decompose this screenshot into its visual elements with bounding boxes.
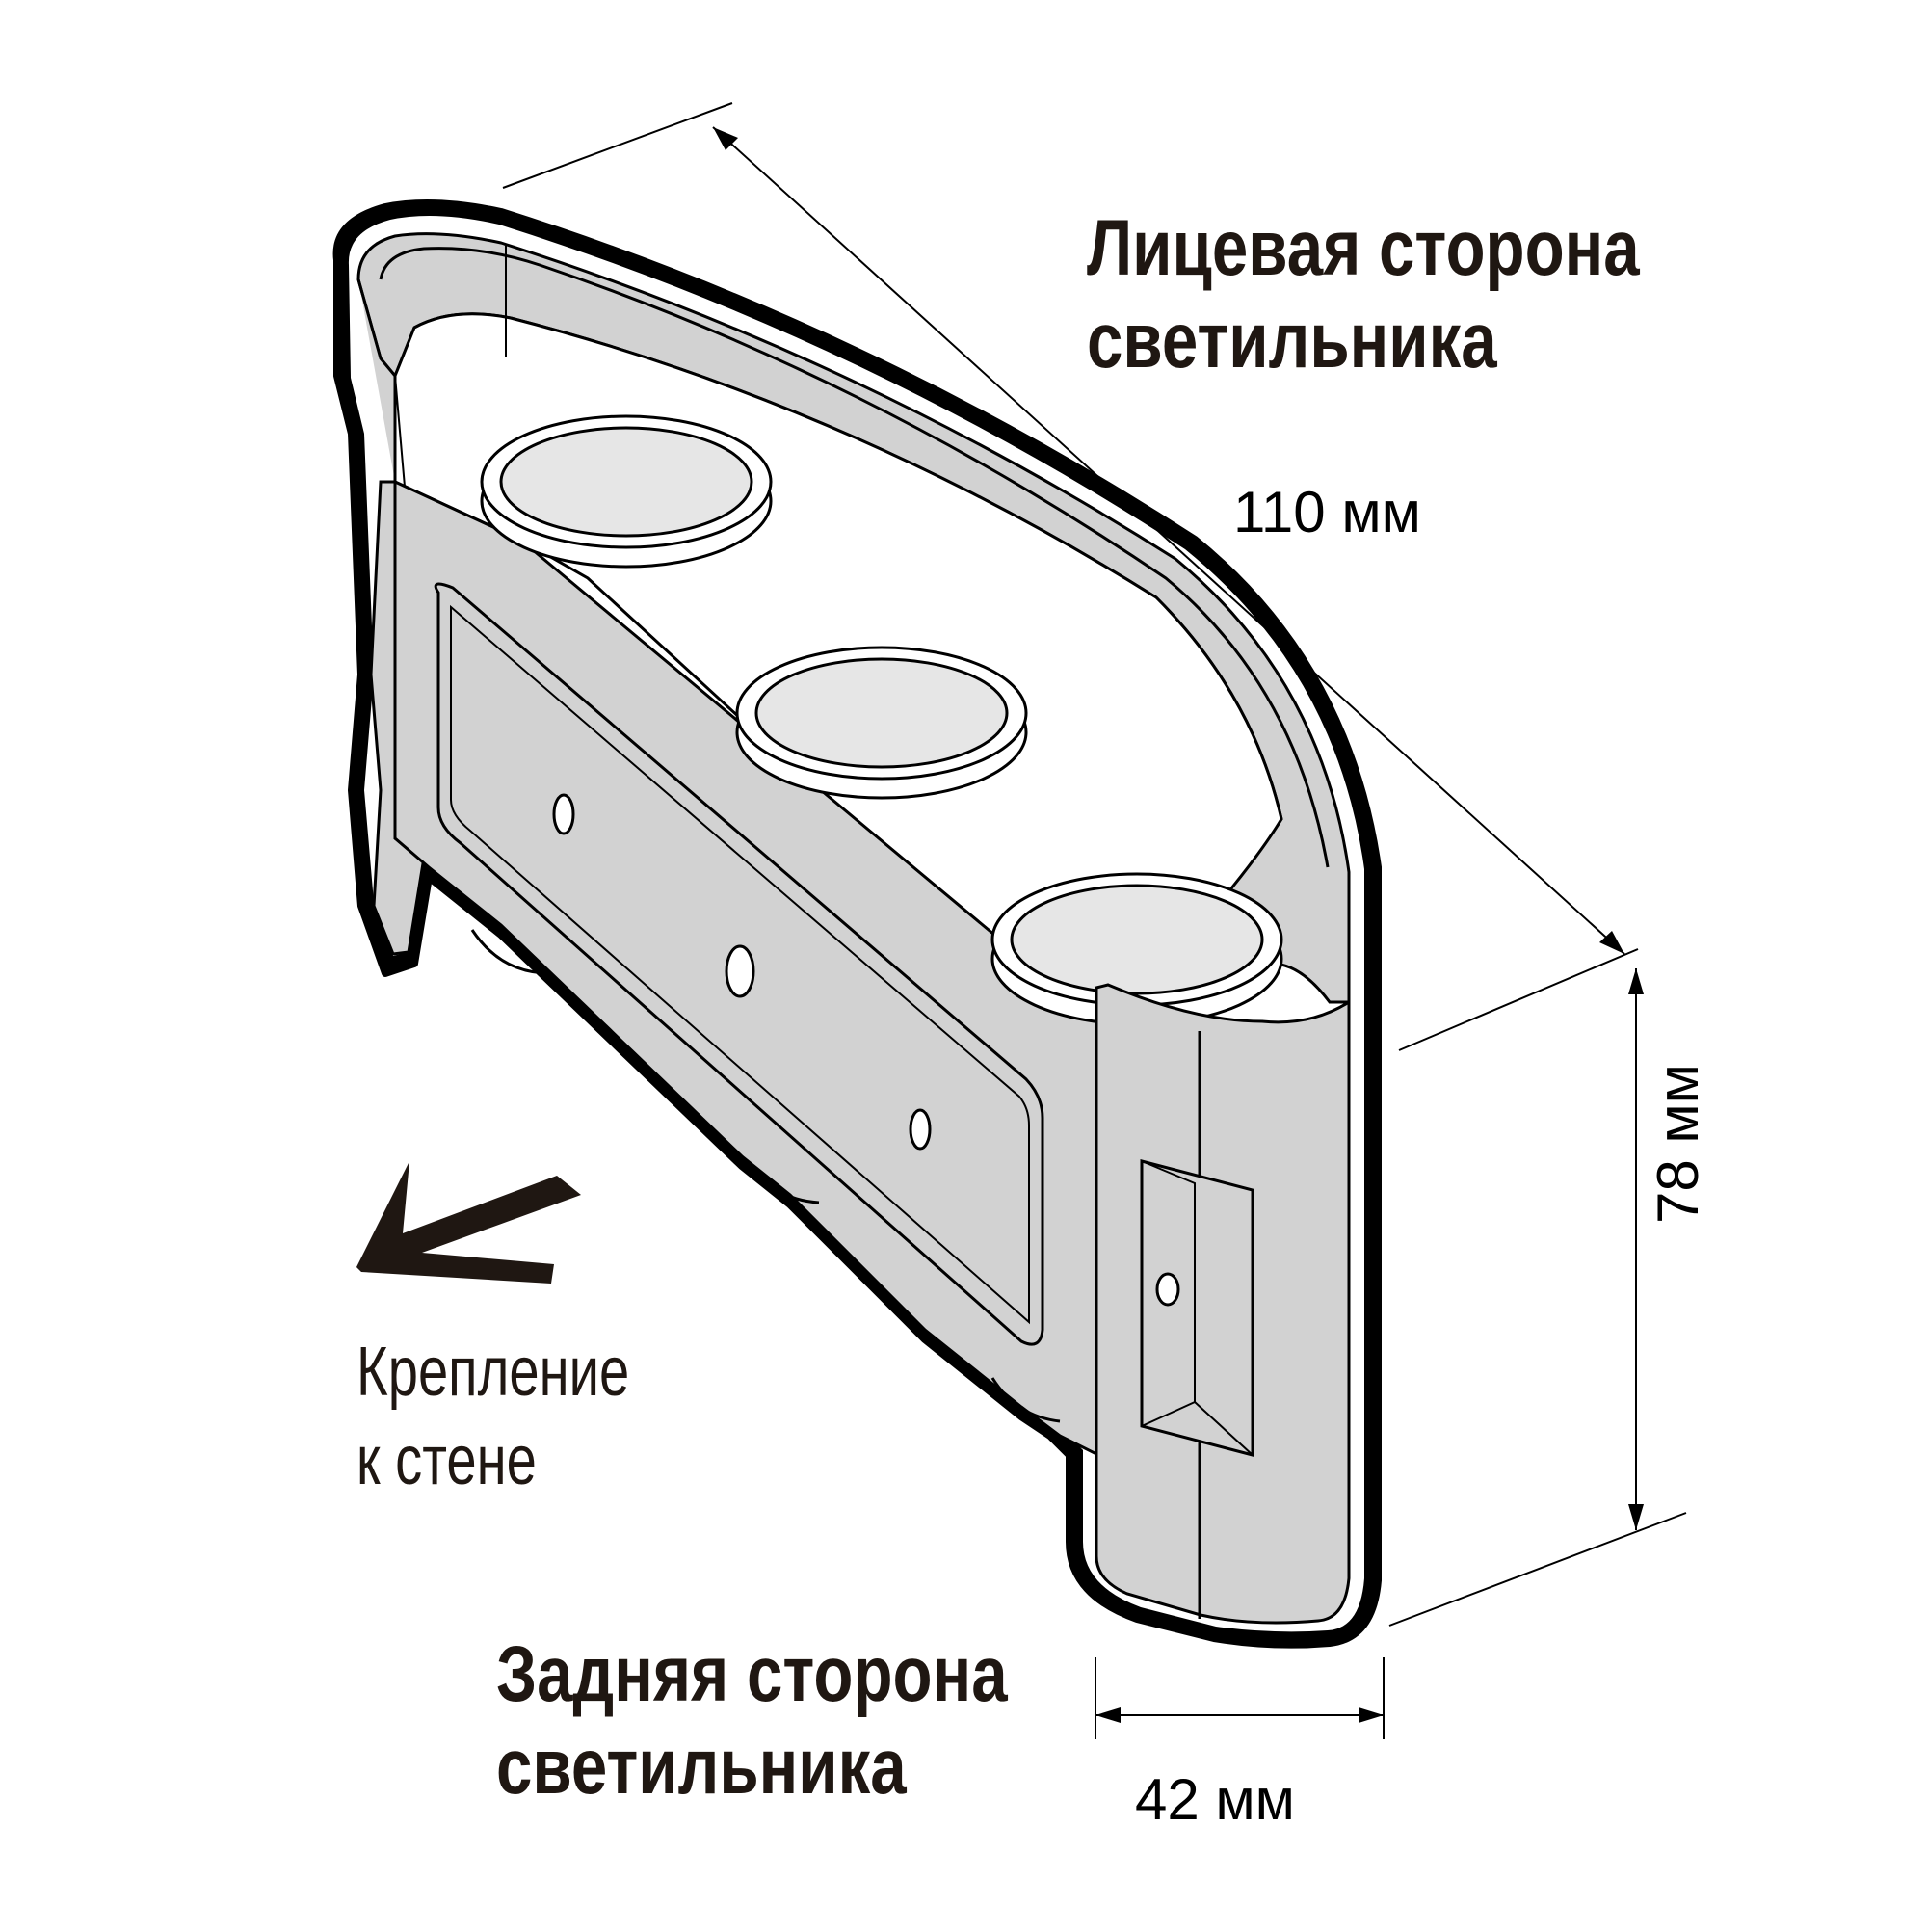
lamp-left-wall-inner [394, 375, 406, 488]
dim-78-arrow-bottom [1628, 1504, 1644, 1530]
dimension-length-label: 110 мм [1233, 480, 1421, 544]
wall-mount-label-line1: Крепление [356, 1334, 630, 1411]
mounting-screw-hole [1155, 1272, 1180, 1307]
bottom-lens-2 [740, 1155, 820, 1204]
dim-78-arrow-top [1628, 968, 1644, 994]
dimension-height-label: 78 мм [1646, 1064, 1710, 1224]
front-side-label-line1: Лицевая сторона [1087, 204, 1640, 292]
bottom-lens-1 [470, 929, 550, 975]
screw-hole-1 [552, 793, 575, 835]
screw-hole-2 [725, 944, 755, 998]
dim-110-arrow-end [1599, 931, 1624, 954]
back-side-label-line2: светильника [496, 1723, 907, 1811]
dim-110-arrow-start [713, 127, 738, 150]
led-lens-3 [990, 872, 1283, 1026]
dim-110-line [712, 126, 1625, 955]
wall-direction-arrow-icon [356, 1161, 581, 1284]
dim-110-ext-bottom [1398, 948, 1639, 1051]
mounting-slot-bevel [1141, 1160, 1254, 1456]
dimension-depth-label: 42 мм [1135, 1767, 1295, 1832]
led-lens-1 [480, 414, 773, 569]
dim-78-ext-bottom [1388, 1512, 1687, 1627]
dim-42-arrow-right [1359, 1707, 1384, 1723]
front-side-label-line2: светильника [1087, 297, 1497, 384]
lamp-shell-rim [379, 247, 1330, 868]
dim-110-ext-top [502, 102, 733, 189]
led-lens-2 [735, 646, 1028, 800]
back-side-label-line1: Задняя сторона [496, 1630, 1008, 1718]
bottom-lens-3 [990, 1377, 1061, 1423]
mounting-slot [1140, 1159, 1254, 1457]
screw-hole-3 [909, 1108, 932, 1151]
wall-mount-label-line2: к стене [356, 1422, 537, 1499]
dim-42-arrow-left [1095, 1707, 1121, 1723]
